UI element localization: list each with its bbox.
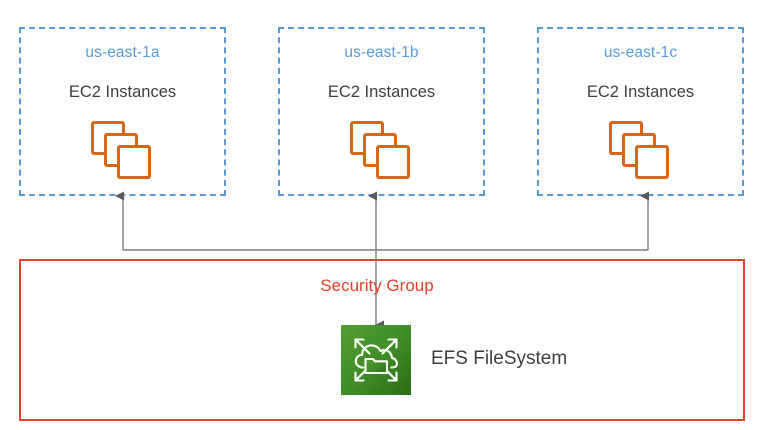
cloud-icon <box>354 344 398 369</box>
ec2-instances-icon[interactable] <box>605 121 677 183</box>
availability-zone-us-east-1a[interactable]: us-east-1a EC2 Instances <box>19 27 226 196</box>
availability-zone-us-east-1c[interactable]: us-east-1c EC2 Instances <box>537 27 744 196</box>
ec2-square-front <box>116 145 151 179</box>
az-label-us-east-1a: us-east-1a <box>85 44 160 61</box>
az-resource-label-us-east-1a: EC2 Instances <box>68 83 177 101</box>
ec2-square-front <box>634 145 669 179</box>
az-label-us-east-1b: us-east-1b <box>344 44 419 61</box>
az-label-us-east-1c: us-east-1c <box>603 44 678 61</box>
ec2-instances-icon[interactable] <box>346 121 418 183</box>
security-group-label: Security Group <box>320 276 434 295</box>
folder-icon <box>364 357 389 375</box>
efs-filesystem-icon[interactable] <box>341 325 411 395</box>
efs-filesystem-label: EFS FileSystem <box>431 348 568 369</box>
az-resource-label-us-east-1c: EC2 Instances <box>586 83 695 101</box>
az-resource-label-us-east-1b: EC2 Instances <box>327 83 436 101</box>
availability-zone-us-east-1b[interactable]: us-east-1b EC2 Instances <box>278 27 485 196</box>
ec2-square-front <box>375 145 410 179</box>
ec2-instances-icon[interactable] <box>87 121 159 183</box>
